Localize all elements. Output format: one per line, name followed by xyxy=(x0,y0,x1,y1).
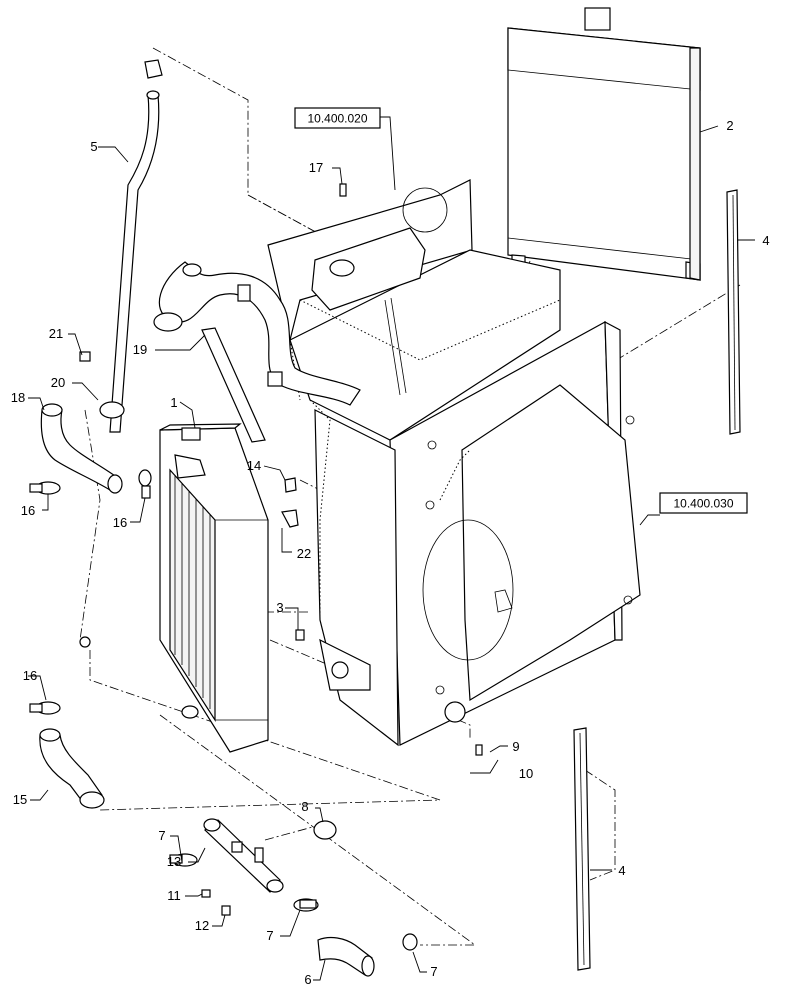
callout-4a: 4 xyxy=(762,233,769,248)
callout-19: 19 xyxy=(133,342,147,357)
reference-box-10-400-030: 10.400.030 xyxy=(659,492,748,514)
seal-strip-19 xyxy=(201,327,266,443)
hose-6 xyxy=(317,936,375,977)
callout-14: 14 xyxy=(247,458,261,473)
clamps-and-fittings xyxy=(29,183,483,951)
callout-16b: 16 xyxy=(113,515,127,530)
callout-1: 1 xyxy=(170,395,177,410)
callout-4b: 4 xyxy=(618,863,625,878)
callout-5: 5 xyxy=(90,139,97,154)
callout-20: 20 xyxy=(51,375,65,390)
callout-2: 2 xyxy=(726,118,733,133)
callout-12: 12 xyxy=(195,918,209,933)
seal-strip-right-upper xyxy=(726,189,741,435)
callout-3: 3 xyxy=(276,600,283,615)
callout-10: 10 xyxy=(519,766,533,781)
pipe-13 xyxy=(203,818,284,893)
callout-21: 21 xyxy=(49,326,63,341)
callout-numbers: 1 2 3 4 4 5 6 7 7 7 8 9 10 11 12 13 14 1… xyxy=(11,118,770,987)
callout-9: 9 xyxy=(512,739,519,754)
callout-16a: 16 xyxy=(21,503,35,518)
hose-15 xyxy=(39,728,105,809)
leader-lines xyxy=(28,116,755,981)
callout-8: 8 xyxy=(301,799,308,814)
hose-18 xyxy=(40,403,123,494)
callout-13: 13 xyxy=(167,854,181,869)
callout-7c: 7 xyxy=(430,964,437,979)
callout-7a: 7 xyxy=(158,828,165,843)
reference-box-10-400-020: 10.400.020 xyxy=(294,107,381,129)
seal-strip-right-lower xyxy=(573,727,591,971)
callout-6: 6 xyxy=(304,972,311,987)
callout-22: 22 xyxy=(297,546,311,561)
cooling-frame-assembly xyxy=(267,179,641,747)
reference-label-10-400-020: 10.400.020 xyxy=(307,112,367,126)
callout-15: 15 xyxy=(13,792,27,807)
radiator-lower xyxy=(159,423,269,753)
reference-label-10-400-030: 10.400.030 xyxy=(673,497,733,511)
expansion-tank xyxy=(311,227,426,396)
callout-7b: 7 xyxy=(266,928,273,943)
radiator-core-upper xyxy=(507,7,701,281)
callout-18: 18 xyxy=(11,390,25,405)
callout-17: 17 xyxy=(309,160,323,175)
upper-hose-assembly xyxy=(153,261,361,406)
callout-16c: 16 xyxy=(23,668,37,683)
overflow-tube-5 xyxy=(109,59,163,433)
callout-11: 11 xyxy=(167,888,181,903)
